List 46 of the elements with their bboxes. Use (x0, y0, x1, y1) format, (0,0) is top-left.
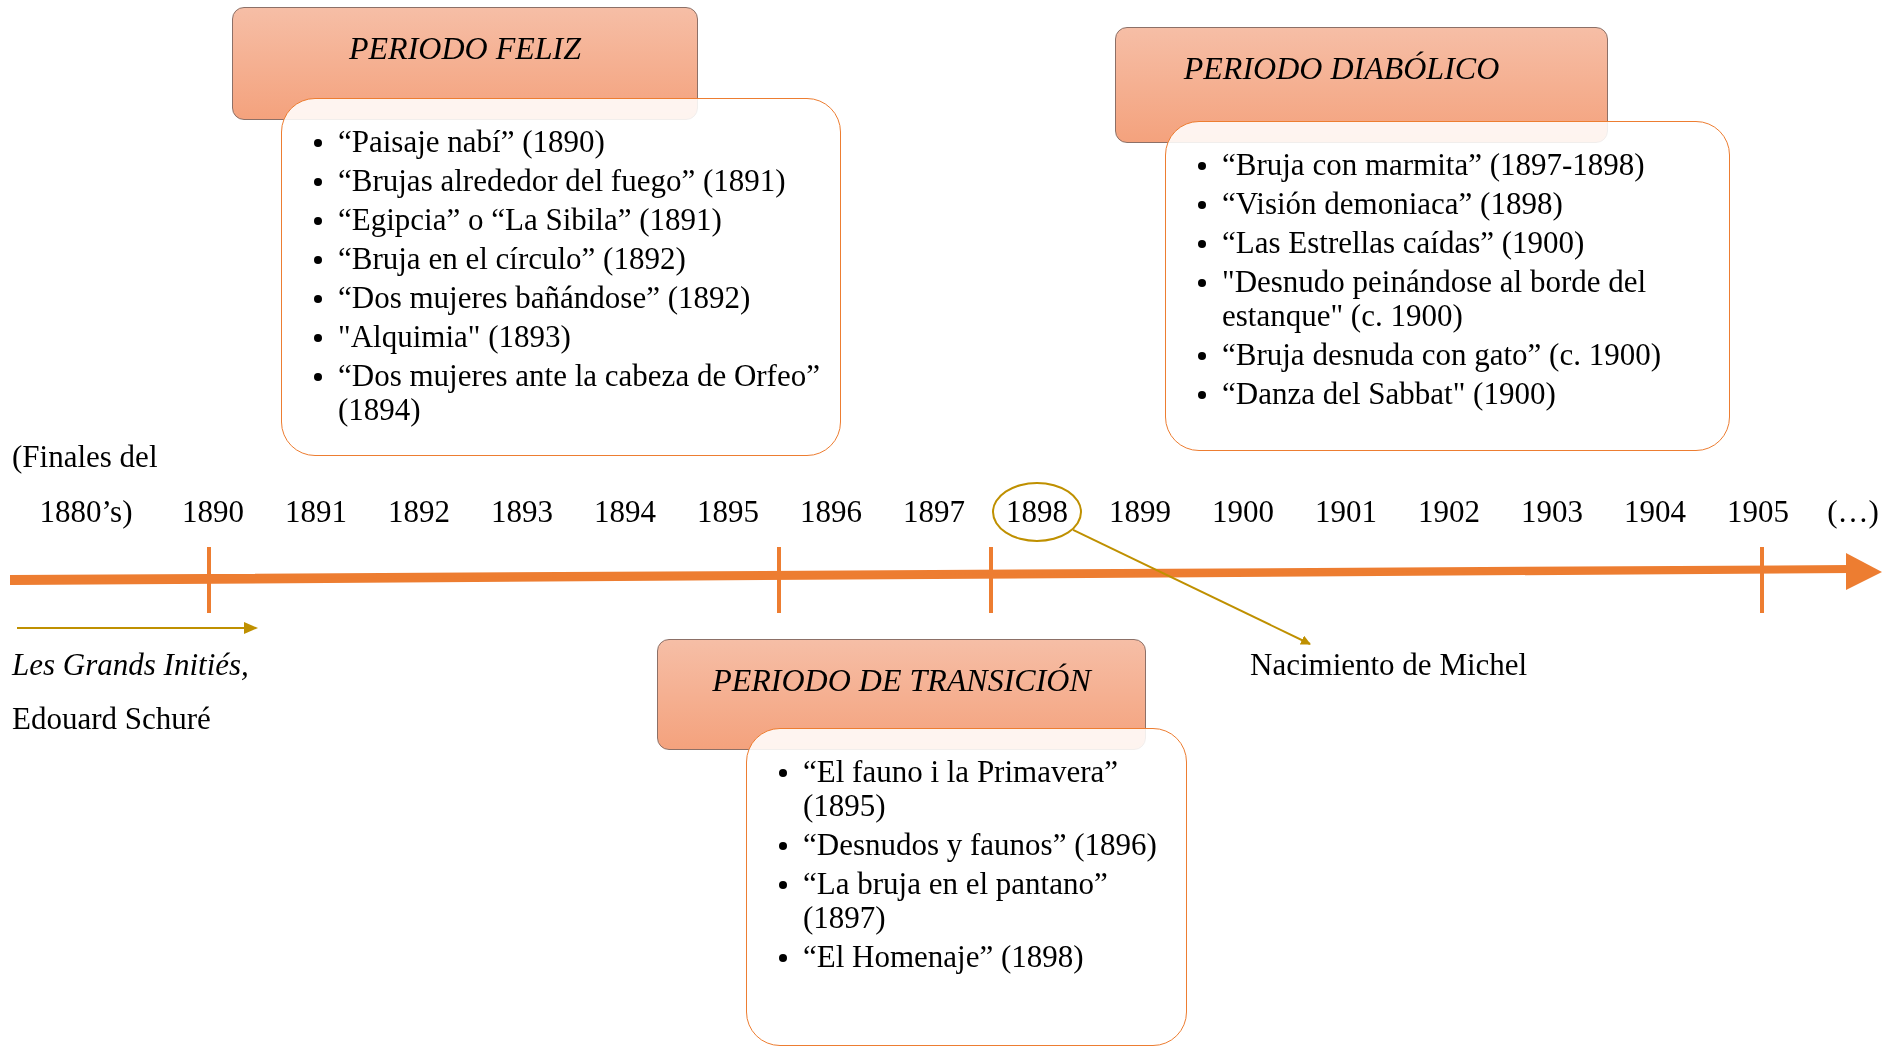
list-item: "Desnudo peinándose al borde del estanque" (c. 1900) (1222, 265, 1648, 333)
reference-note: Les Grands Initiés, (12, 648, 249, 682)
list-item: “Las Estrellas caídas” (1900) (1222, 226, 1585, 260)
year-label: 1903 (1521, 495, 1583, 529)
list-item: “Egipcia” o “La Sibila” (1891) (338, 203, 722, 237)
year-label: 1890 (182, 495, 244, 529)
year-label: 1897 (903, 495, 965, 529)
year-label: 1899 (1109, 495, 1171, 529)
list-item: “Bruja en el círculo” (1892) (338, 242, 686, 276)
list-item: “Danza del Sabbat" (1900) (1222, 377, 1556, 411)
year-label: 1880’s) (39, 495, 133, 529)
period-title: PERIODO FELIZ (349, 30, 581, 67)
arrow (1072, 528, 1311, 645)
works-card (746, 728, 1187, 1046)
year-label: 1901 (1315, 495, 1377, 529)
reference-note: Edouard Schuré (12, 702, 211, 736)
year-label: (Finales del (12, 440, 158, 474)
year-label: 1892 (388, 495, 450, 529)
year-label: 1902 (1418, 495, 1480, 529)
period-title: PERIODO DIABÓLICO (1183, 50, 1500, 87)
circled-year: 1898 (992, 482, 1082, 542)
list-item: “Paisaje nabí” (1890) (338, 125, 605, 159)
year-label: 1904 (1624, 495, 1686, 529)
list-item: “Visión demoniaca” (1898) (1222, 187, 1563, 221)
works-card (281, 98, 841, 456)
list-item: “Bruja desnuda con gato” (c. 1900) (1222, 338, 1661, 372)
list-item: “El fauno i la Primavera” (1895) (803, 755, 1120, 823)
year-label: 1905 (1727, 495, 1789, 529)
year-label: 1900 (1212, 495, 1274, 529)
year-label: 1895 (697, 495, 759, 529)
list-item: “La bruja en el pantano” (1897) (803, 867, 1109, 935)
event-note: Nacimiento de Michel (1250, 648, 1528, 682)
list-item: “El Homenaje” (1898) (803, 940, 1084, 974)
list-item: “Desnudos y faunos” (1896) (803, 828, 1157, 862)
year-label: 1894 (594, 495, 656, 529)
year-label: (…) (1827, 495, 1879, 529)
period-title: PERIODO DE TRANSICIÓN (712, 662, 1091, 699)
list-item: “Brujas alrededor del fuego” (1891) (338, 164, 786, 198)
year-label: 1893 (491, 495, 553, 529)
list-item: “Bruja con marmita” (1897-1898) (1222, 148, 1645, 182)
year-label: 1896 (800, 495, 862, 529)
list-item: “Dos mujeres bañándose” (1892) (338, 281, 751, 315)
list-item: “Dos mujeres ante la cabeza de Orfeo” (1894) (338, 359, 821, 427)
year-label: 1891 (285, 495, 347, 529)
list-item: "Alquimia" (1893) (338, 320, 571, 354)
works-card (1165, 121, 1730, 451)
